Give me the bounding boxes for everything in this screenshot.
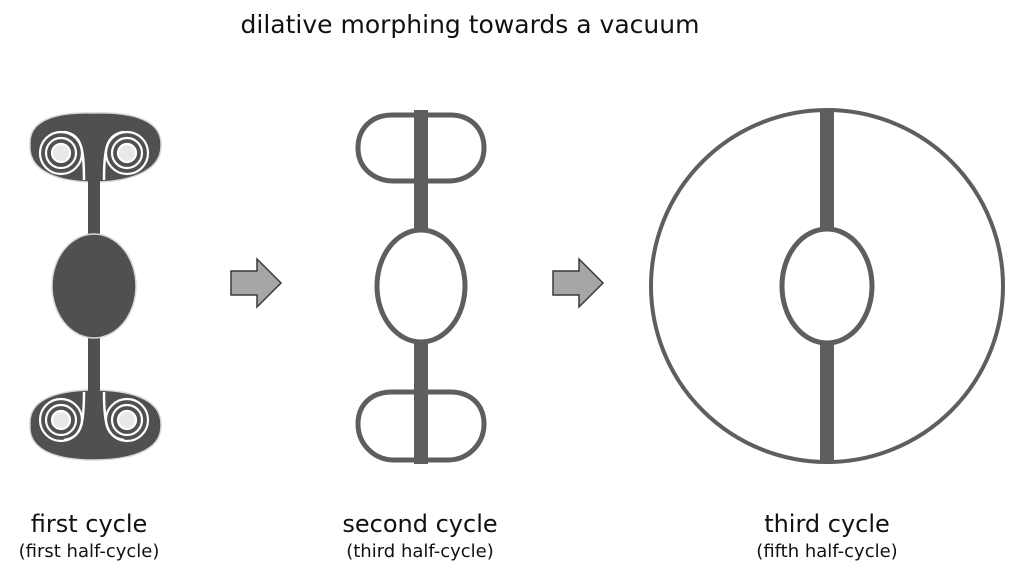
right-arrow-icon — [230, 257, 283, 309]
upper-stem-2 — [414, 110, 428, 230]
lower-stem-3 — [820, 342, 834, 462]
top-lobe — [29, 112, 162, 183]
second-cycle-label: second cycle — [342, 510, 498, 538]
top-right-lobe — [426, 112, 487, 184]
lower-stem-2 — [414, 342, 428, 464]
first-cycle-label: first cycle — [30, 510, 148, 538]
first-cycle-figure — [29, 112, 162, 461]
vortex-bottom-left — [38, 397, 84, 443]
top-left-lobe — [355, 112, 416, 184]
lower-stem — [88, 325, 100, 425]
center-ring — [374, 227, 468, 345]
second-cycle-sublabel: (third half-cycle) — [346, 541, 494, 562]
first-cycle-caption: first cycle (first half-cycle) — [0, 509, 219, 565]
bottom-right-lobe — [426, 389, 487, 463]
center-blob — [51, 233, 137, 339]
right-arrow-icon — [552, 257, 605, 309]
third-cycle-figure — [649, 108, 1005, 464]
vortex-top-right — [104, 130, 150, 176]
vortex-top-left — [38, 130, 84, 176]
inner-ring — [779, 226, 875, 346]
third-cycle-label: third cycle — [764, 510, 890, 538]
third-cycle-sublabel: (fifth half-cycle) — [756, 541, 898, 562]
bottom-left-lobe — [355, 389, 416, 463]
upper-stem — [88, 150, 100, 245]
vortex-bottom-right — [104, 397, 150, 443]
first-cycle-sublabel: (first half-cycle) — [18, 541, 160, 562]
third-cycle-caption: third cycle (fifth half-cycle) — [697, 509, 957, 565]
upper-stem-3 — [820, 110, 834, 230]
diagram-title: dilative morphing towards a vacuum — [240, 10, 700, 39]
second-cycle-caption: second cycle (third half-cycle) — [290, 509, 550, 565]
